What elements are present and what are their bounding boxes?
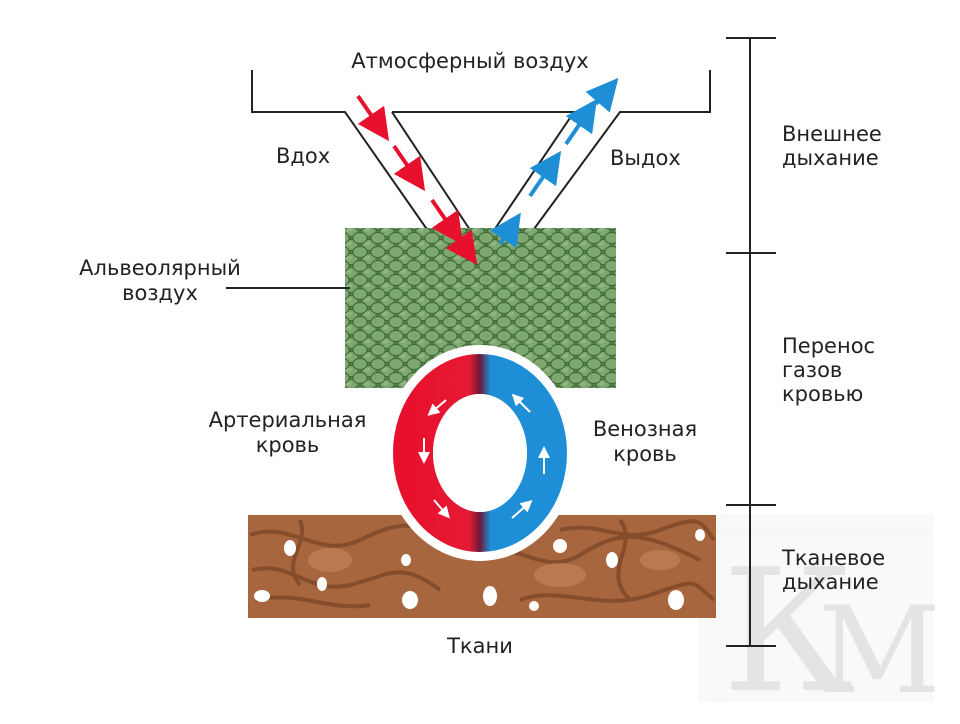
exhale-arrows (489, 77, 619, 249)
alveolar-air-label: Альвеолярный воздух (79, 256, 241, 305)
airway-funnel-inner (391, 111, 576, 250)
external-respiration-label: Внешнее дыхание (782, 122, 882, 170)
gas-transport-label: Перенос газов кровью (782, 334, 876, 406)
stage-scale (726, 37, 776, 647)
tissues-label: Ткани (447, 634, 513, 658)
exhale-label: Выдох (610, 146, 681, 170)
tissue-respiration-label: Тканевое дыхание (782, 546, 886, 594)
inhale-label: Вдох (276, 144, 331, 168)
airway-funnel (251, 70, 441, 249)
atmospheric-air-label: Атмосферный воздух (351, 49, 589, 73)
arterial-blood-label: Артериальная кровь (208, 408, 367, 457)
svg-text:М: М (818, 582, 941, 720)
venous-blood-label: Венозная кровь (592, 417, 698, 466)
watermark-text: К (722, 533, 854, 720)
inhale-arrows (356, 94, 478, 266)
ring-flow-arrows (418, 393, 550, 519)
watermark-logo: К М (699, 514, 941, 724)
